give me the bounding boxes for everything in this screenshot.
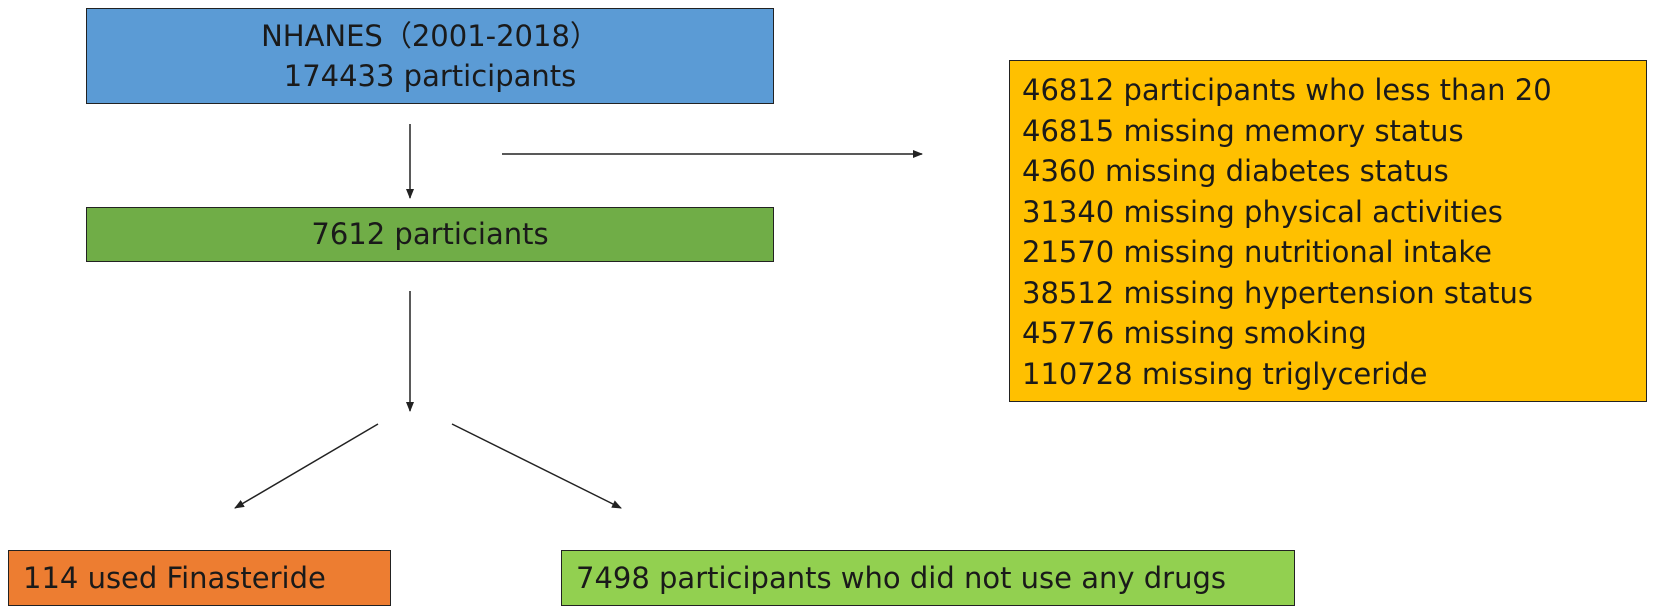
included-participants-box: 7612 particiants [86,207,774,262]
arrow-split-to-finasteride [234,423,379,509]
nhanes-title: NHANES（2001-2018） [261,19,599,53]
exclusion-item: 45776 missing smoking [1022,316,1367,350]
exclusion-item: 4360 missing diabetes status [1022,154,1449,188]
exclusions-box: 46812 participants who less than 20 4681… [1009,60,1647,402]
finasteride-box: 114 used Finasteride [8,550,391,606]
finasteride-label: 114 used Finasteride [23,561,326,595]
arrow-split-to-no-drugs [451,423,622,509]
nhanes-count: 174433 participants [283,59,577,93]
exclusion-item: 46812 participants who less than 20 [1022,73,1552,107]
no-drugs-label: 7498 participants who did not use any dr… [576,561,1226,595]
no-drugs-box: 7498 participants who did not use any dr… [561,550,1295,606]
exclusion-item: 31340 missing physical activities [1022,194,1503,229]
exclusion-item: 110728 missing triglyceride [1022,356,1428,391]
included-participants-label: 7612 particiants [311,217,549,251]
exclusion-item: 46815 missing memory status [1022,113,1464,148]
exclusion-item: 21570 missing nutritional intake [1022,235,1492,269]
exclusion-item: 38512 missing hypertension status [1022,275,1533,310]
nhanes-box: NHANES（2001-2018） 174433 participants [86,8,774,104]
